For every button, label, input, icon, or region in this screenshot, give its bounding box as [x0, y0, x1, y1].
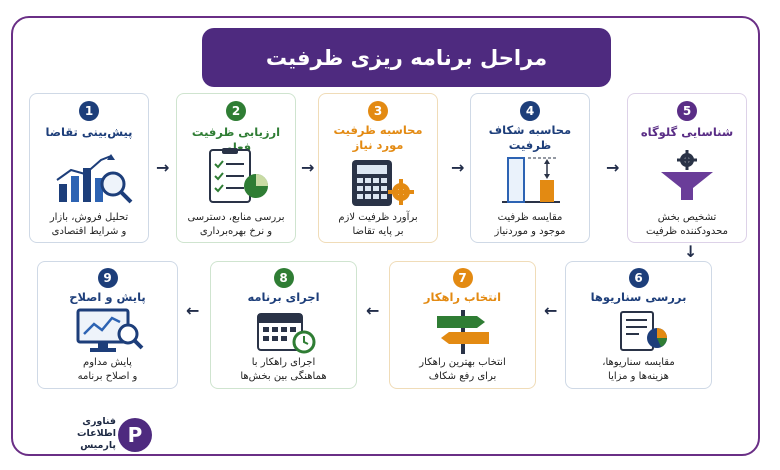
step-number-badge: 9: [97, 268, 118, 288]
step-title: پایش و اصلاح: [69, 290, 146, 304]
capacity-gap-bars-icon: [502, 157, 560, 203]
step-number-badge: 4: [520, 101, 540, 121]
step-card-1: 1 پیش‌بینی تقاضا تحلیل فروش، بازار و شرا…: [29, 93, 149, 243]
step-number-badge: 7: [452, 268, 473, 288]
step-title: پیش‌بینی تقاضا: [45, 125, 133, 139]
step-title: شناسایی گلوگاه: [640, 125, 734, 139]
step-title: انتخاب راهکار: [423, 290, 502, 304]
step-number-badge: 2: [226, 101, 246, 121]
step-card-8: 8 اجرای برنامه اجرای راهکار با هماهنگی ب…: [210, 261, 357, 389]
arrow-left-icon: ←: [366, 301, 380, 320]
page-title: مراحل برنامه ریزی ظرفیت: [202, 28, 611, 87]
step-description: تحلیل فروش، بازار و شرایط اقتصادی: [49, 212, 129, 237]
brand-logo-text: فناوری اطلاعات پارمیس: [76, 416, 116, 451]
step-description: تشخیص بخش محدودکننده ظرفیت: [646, 212, 728, 237]
step-description: انتخاب بهترین راهکار برای رفع شکاف: [419, 357, 506, 382]
arrow-right-icon: →: [156, 158, 170, 177]
step-title: اجرای برنامه: [247, 290, 320, 304]
arrow-right-icon: →: [451, 158, 465, 177]
arrow-down-icon: ↓: [684, 242, 698, 261]
step-description: برآورد ظرفیت لازم بر پایه تقاضا: [338, 212, 418, 237]
brand-logo: فناوری اطلاعات پارمیس P: [40, 410, 160, 458]
step-number-badge: 1: [79, 101, 99, 121]
step-card-9: 9 پایش و اصلاح پایش مداوم و اصلاح برنامه: [37, 261, 178, 389]
arrow-right-icon: →: [301, 158, 315, 177]
step-number-badge: 5: [677, 101, 697, 121]
step-description: پایش مداوم و اصلاح برنامه: [77, 357, 138, 382]
step-card-5: 5 شناسایی گلوگاه تشخیص بخش محدودکننده ظر…: [627, 93, 747, 243]
step-description: مقایسه ظرفیت موجود و موردنیاز: [494, 212, 566, 237]
calculator-gear-icon: [352, 160, 414, 206]
step-description: اجرای راهکار با هماهنگی بین بخش‌ها: [240, 357, 327, 382]
monitor-chart-magnifier-icon: [76, 308, 143, 352]
checklist-pie-icon: [209, 148, 268, 203]
step-card-6: 6 بررسی سناریوها مقایسه سناریوها، هزینه‌…: [565, 261, 712, 389]
brand-logo-mark: P: [118, 418, 152, 452]
step-card-2: 2 ارزیابی ظرفیت فعلی بررسی منابع، دسترسی…: [176, 93, 296, 243]
funnel-gear-icon: [661, 150, 713, 200]
step-title: محاسبه شکاف ظرفیت: [488, 123, 572, 152]
step-card-4: 4 محاسبه شکاف ظرفیت مقایسه ظرفیت موجود و…: [470, 93, 590, 243]
step-description: بررسی منابع، دسترسی و نرخ بهره‌برداری: [187, 212, 285, 237]
step-title: بررسی سناریوها: [590, 290, 687, 304]
step-number-badge: 8: [273, 268, 294, 288]
step-number-badge: 6: [628, 268, 649, 288]
step-number-badge: 3: [368, 101, 388, 121]
step-card-3: 3 محاسبه ظرفیت مورد نیاز برآورد ظرفیت لا…: [318, 93, 438, 243]
arrow-right-icon: →: [606, 158, 620, 177]
scenario-document-icon: [619, 311, 667, 351]
step-title: محاسبه ظرفیت مورد نیاز: [333, 123, 423, 152]
arrow-left-icon: ←: [186, 301, 200, 320]
arrow-left-icon: ←: [544, 301, 558, 320]
step-description: مقایسه سناریوها، هزینه‌ها و مزایا: [602, 357, 675, 382]
calendar-clock-icon: [256, 313, 315, 354]
growth-chart-magnifier-icon: [56, 154, 133, 204]
signpost-icon: [436, 310, 489, 354]
step-card-7: 7 انتخاب راهکار انتخاب بهترین راهکار برا…: [389, 261, 536, 389]
